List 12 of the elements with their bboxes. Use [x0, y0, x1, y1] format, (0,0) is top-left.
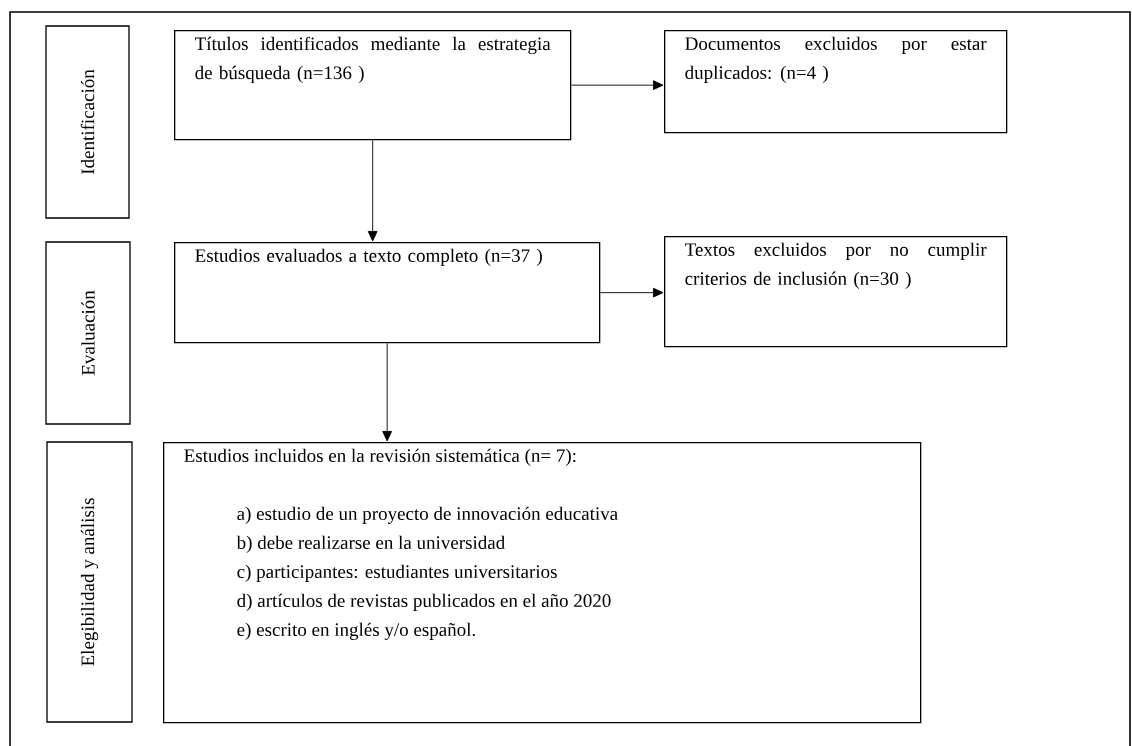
process-box: Documentos excluidos por estar duplicados: (n=4 )	[664, 30, 1008, 134]
stage-label-box: Identificación	[45, 25, 130, 219]
arrow	[599, 287, 664, 298]
process-box: Títulos identificados mediante la estrategia de búsqueda (n=136 )	[174, 30, 572, 141]
arrow	[367, 139, 378, 242]
arrow	[570, 80, 664, 90]
stage-label-box: Evaluación	[45, 241, 131, 425]
result-box: Estudios incluidos en la revisión sistemática (n= 7): a) estudio de un proyecto de innovación educativa b) debe realizarse en la universidad c) participantes: estudiantes universitarios d) artículos de revistas publicados en el año 2020 e) escrito en inglés y/o español.	[163, 442, 922, 724]
process-box: Textos excluidos por no cumplir criterios de inclusión (n=30 )	[664, 236, 1008, 348]
process-box: Estudios evaluados a texto completo (n=37 )	[174, 242, 601, 344]
stage-label-box: Elegibilidad y análisis	[46, 441, 133, 723]
arrow	[382, 342, 392, 442]
